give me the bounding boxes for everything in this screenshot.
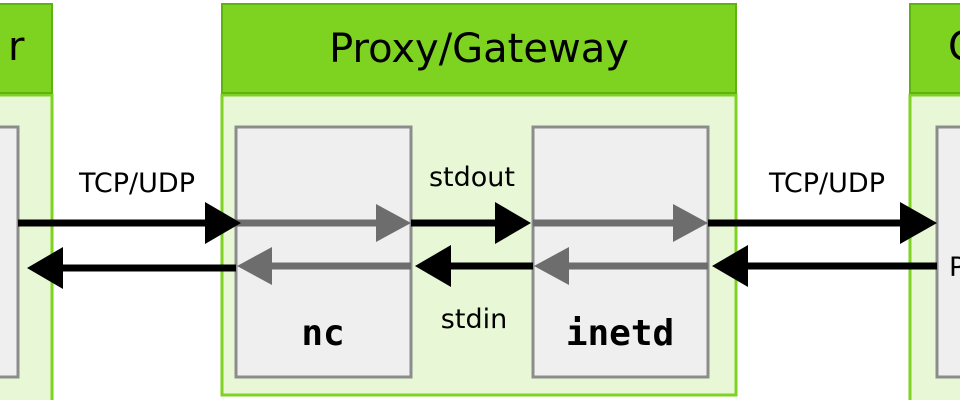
left-box-title: r: [8, 24, 25, 70]
inetd-back-arrow-head: [534, 247, 569, 285]
gateway-header: [221, 3, 737, 94]
stdin-label: stdin: [441, 304, 507, 335]
stdout-arrow-head: [495, 202, 531, 244]
process-inetd: inetd: [531, 125, 710, 379]
left-forward-arrow-head: [205, 202, 241, 244]
connection-arrows: [18, 202, 937, 289]
right-forward-arrow-head: [900, 202, 937, 244]
process-nc-label: nc: [301, 313, 344, 354]
left-box-header: [0, 3, 53, 94]
stdout-label: stdout: [429, 162, 515, 193]
nc-back-arrow-head: [237, 247, 272, 285]
inetd-forward-arrow-head: [673, 204, 708, 242]
process-nc: nc: [234, 125, 413, 379]
gateway-box: Proxy/Gateway nc inetd: [220, 3, 738, 397]
gateway-title: Proxy/Gateway: [329, 26, 629, 72]
right-box: C P: [908, 3, 960, 400]
left-box-process: [0, 125, 20, 379]
internal-arrows: [236, 204, 708, 285]
right-back-arrow-head: [712, 245, 748, 287]
right-box-title: C: [948, 24, 960, 70]
right-box-side-label: P: [949, 252, 960, 283]
left-box: r: [0, 3, 54, 400]
nc-forward-arrow-head: [376, 204, 411, 242]
right-box-header: [909, 3, 960, 94]
right-protocol-label: TCP/UDP: [768, 168, 885, 199]
stdin-arrow-head: [415, 245, 451, 287]
left-protocol-label: TCP/UDP: [78, 168, 195, 199]
right-box-process: [935, 125, 960, 379]
process-inetd-label: inetd: [566, 313, 674, 354]
left-back-arrow-head: [27, 247, 63, 289]
